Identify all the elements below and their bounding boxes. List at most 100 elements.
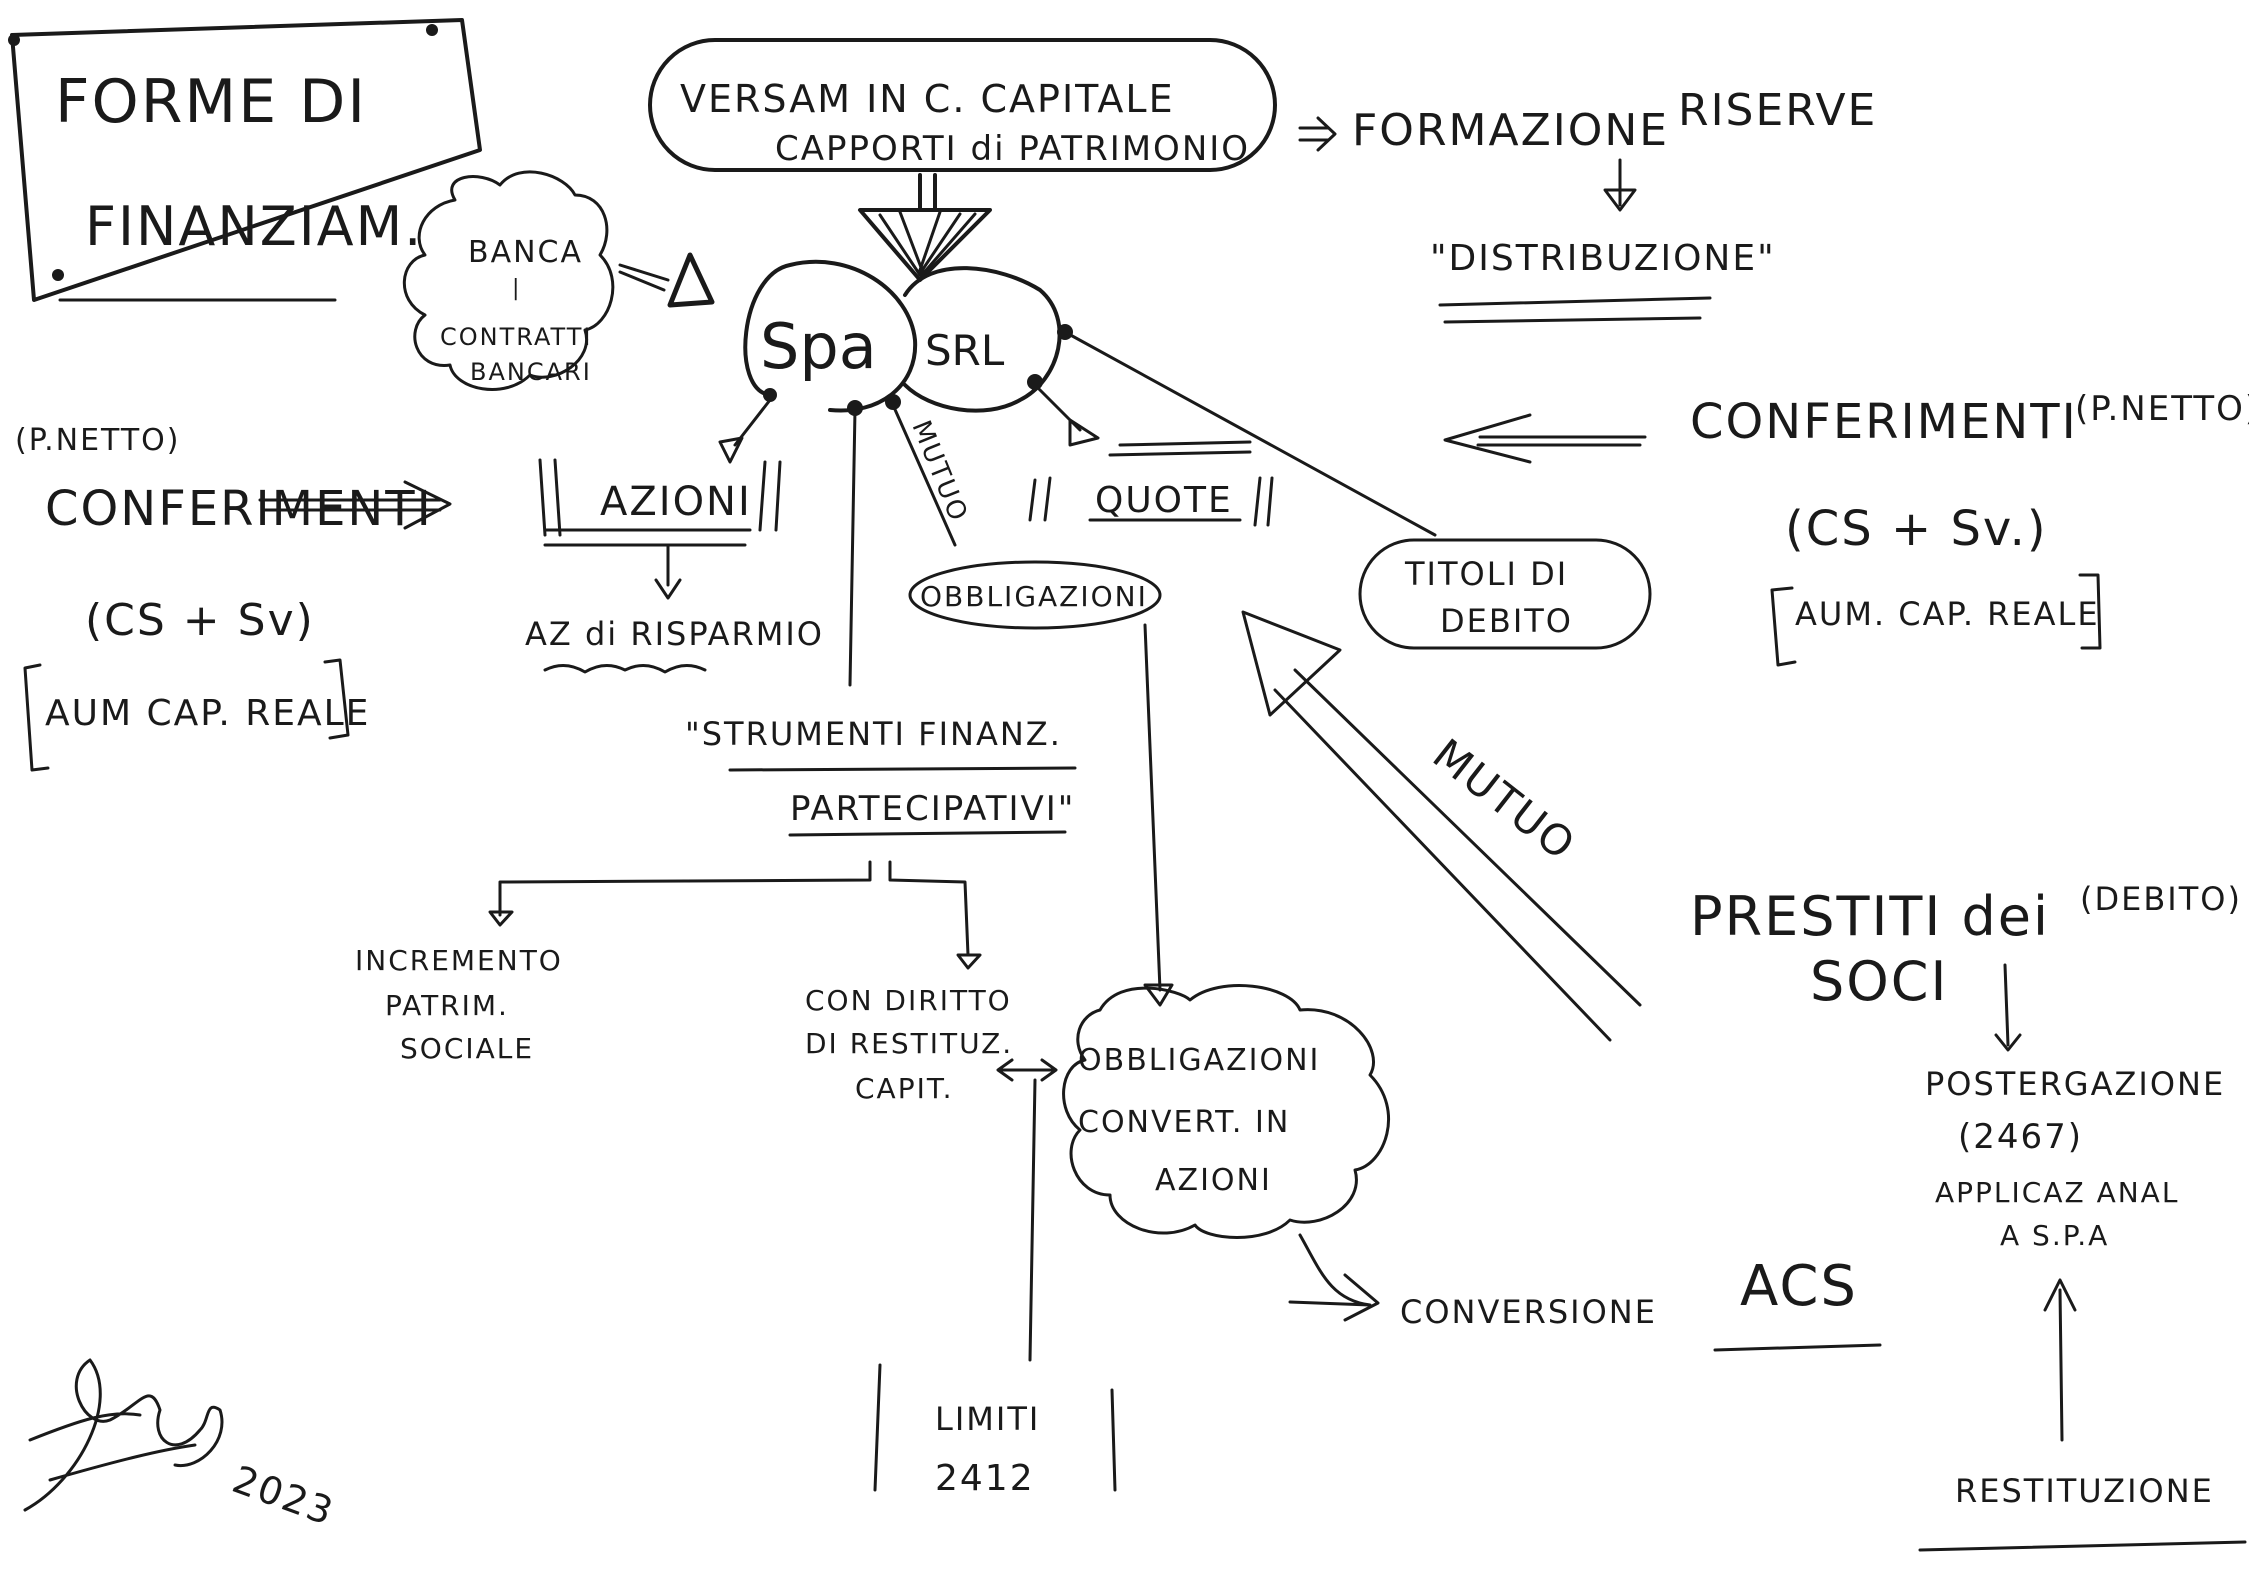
signature-scribble xyxy=(23,1358,224,1512)
spa-label: Spa xyxy=(760,310,877,383)
distribuzione-arrow xyxy=(1603,158,1637,212)
azioni-arrow-head xyxy=(718,436,744,464)
banca-arrow-shaft xyxy=(618,263,670,292)
limiti-bars xyxy=(873,1363,1117,1492)
conversione-label: CONVERSIONE xyxy=(1400,1293,1657,1331)
obbl-convert-cloud xyxy=(1062,984,1390,1239)
postergazione-node: POSTERGAZIONE (2467) APPLICAZ ANAL A S.P… xyxy=(1925,1065,2225,1252)
obbligazioni-down-line xyxy=(1143,623,1162,992)
title-frame xyxy=(10,18,482,302)
strumenti-branches xyxy=(498,860,970,957)
right-pnetto-label: (P.NETTO) xyxy=(2075,389,2249,429)
con-diritto-arrow-head xyxy=(956,953,982,970)
obbligazioni-label: OBBLIGAZIONI xyxy=(920,580,1148,613)
banca-line2: | xyxy=(512,276,521,301)
obbligazioni-node: OBBLIGAZIONI xyxy=(908,560,1174,1007)
mutuo-small-label: MUTUO xyxy=(906,416,974,526)
banca-line3: CONTRATTI xyxy=(440,323,593,351)
conversione-arrow-head xyxy=(1343,1273,1380,1322)
incremento-arrow-head xyxy=(488,910,514,927)
versamenti-oval xyxy=(648,38,1277,172)
left-aum-bracket-right xyxy=(323,658,350,740)
postergazione-line3: APPLICAZ ANAL xyxy=(1935,1176,2179,1209)
spa-node-dot xyxy=(763,388,777,402)
mutuo-big-arrow-shaft xyxy=(1273,668,1642,1042)
quote-label: QUOTE xyxy=(1095,480,1233,521)
banca-line4: BANCARI xyxy=(470,358,592,386)
distribuzione-underline xyxy=(1438,296,1712,324)
limiti-node: LIMITI 2412 xyxy=(873,1078,1117,1499)
obbl-convert-line2: CONVERT. IN xyxy=(1078,1105,1290,1140)
distribuzione-label: "DISTRIBUZIONE" xyxy=(1430,238,1776,279)
azioni-bars xyxy=(538,458,782,537)
postergazione-line2: (2467) xyxy=(1958,1117,2083,1157)
spa-circle xyxy=(743,259,918,413)
obbligazioni-down-head xyxy=(1143,983,1174,1007)
signature-year: 2023 xyxy=(227,1457,340,1534)
azioni-label: AZIONI xyxy=(600,479,752,525)
signature: 2023 xyxy=(23,1358,340,1534)
obbl-convert-line1: OBBLIGAZIONI xyxy=(1078,1043,1320,1078)
left-aum-bracket-left xyxy=(23,663,50,772)
con-diritto-line3: CAPIT. xyxy=(855,1072,954,1105)
prestiti-group: PRESTITI dei SOCI (DEBITO) xyxy=(1690,880,2240,1052)
con-diritto-double-arrow xyxy=(996,1058,1058,1082)
mutuo-big-label: MUTUO xyxy=(1424,729,1585,870)
incremento-line1: INCREMENTO xyxy=(355,944,563,977)
srl-label: SRL xyxy=(925,326,1005,375)
az-risparmio-arrow xyxy=(654,543,682,600)
incremento-line2: PATRIM. xyxy=(385,989,509,1022)
left-pnetto-label: (P.NETTO) xyxy=(15,423,181,458)
banca-line1: BANCA xyxy=(468,235,583,270)
conversione-group: CONVERSIONE ACS xyxy=(1400,1254,1882,1352)
azioni-underline xyxy=(543,528,752,547)
mutuo-big-group: MUTUO xyxy=(1241,610,1642,1042)
strumenti-underline1 xyxy=(728,766,1077,772)
postergazione-arrow xyxy=(1994,963,2022,1052)
acs-label: ACS xyxy=(1740,1254,1858,1319)
restituzione-underline xyxy=(1918,1540,2247,1552)
right-aum-bracket-right xyxy=(2078,573,2102,650)
banca-arrow-head xyxy=(667,252,715,308)
riserve-group: FORMAZIONE RISERVE "DISTRIBUZIONE" xyxy=(1298,85,1877,324)
acs-underline xyxy=(1713,1343,1882,1352)
prestiti-line2: SOCI xyxy=(1810,950,1948,1013)
versamenti-arrow xyxy=(858,173,992,282)
conversione-arrow xyxy=(1288,1233,1372,1307)
versamenti-line2: CAPPORTI di PATRIMONIO xyxy=(775,129,1250,169)
titoli-node: TITOLI DI DEBITO xyxy=(1063,330,1652,650)
right-aum-label: AUM. CAP. REALE xyxy=(1795,595,2100,633)
mutuo-small-line xyxy=(891,403,957,547)
postergazione-line1: POSTERGAZIONE xyxy=(1925,1065,2225,1103)
spa-node-dot xyxy=(847,400,863,416)
spa-node-dot xyxy=(885,394,901,410)
title-board: FORME DI FINANZIAM. xyxy=(8,18,482,302)
strumenti-line2: PARTECIPATIVI" xyxy=(790,789,1075,829)
left-conferimenti-arrow xyxy=(258,480,452,530)
left-conferimenti-group: (P.NETTO) CONFERIMENTI (CS + Sv) AUM CAP… xyxy=(15,423,452,772)
title-line2: FINANZIAM. xyxy=(85,195,423,258)
right-conferimenti-label: CONFERIMENTI xyxy=(1690,394,2078,450)
banca-cloud xyxy=(402,170,615,391)
riserve-arrow xyxy=(1298,116,1337,152)
formazione-label: FORMAZIONE xyxy=(1352,105,1669,156)
riserve-label: RISERVE xyxy=(1678,85,1877,136)
az-risparmio-squiggle xyxy=(543,664,707,674)
versamenti-node: VERSAM IN C. CAPITALE CAPPORTI di PATRIM… xyxy=(648,38,1277,172)
strumenti-group: "STRUMENTI FINANZ. PARTECIPATIVI" xyxy=(488,408,1077,970)
right-conferimenti-arrow-shaft xyxy=(1476,435,1647,447)
limiti-line2: 2412 xyxy=(935,1458,1035,1499)
title-pin-dot xyxy=(8,34,20,46)
az-risparmio-label: AZ di RISPARMIO xyxy=(525,615,824,653)
mutuo-big-arrow-head xyxy=(1241,610,1342,717)
con-diritto-node: CON DIRITTO DI RESTITUZ. CAPIT. xyxy=(805,984,1058,1105)
quote-bars xyxy=(1028,476,1274,527)
srl-node-dot xyxy=(1027,374,1043,390)
strumenti-underline2 xyxy=(788,830,1067,837)
srl-circle xyxy=(903,266,1062,413)
titoli-line1: TITOLI DI xyxy=(1404,555,1568,593)
restituzione-arrow xyxy=(2043,1278,2077,1442)
prestiti-line1: PRESTITI dei xyxy=(1690,885,2050,948)
incremento-node: INCREMENTO PATRIM. SOCIALE xyxy=(355,944,563,1065)
